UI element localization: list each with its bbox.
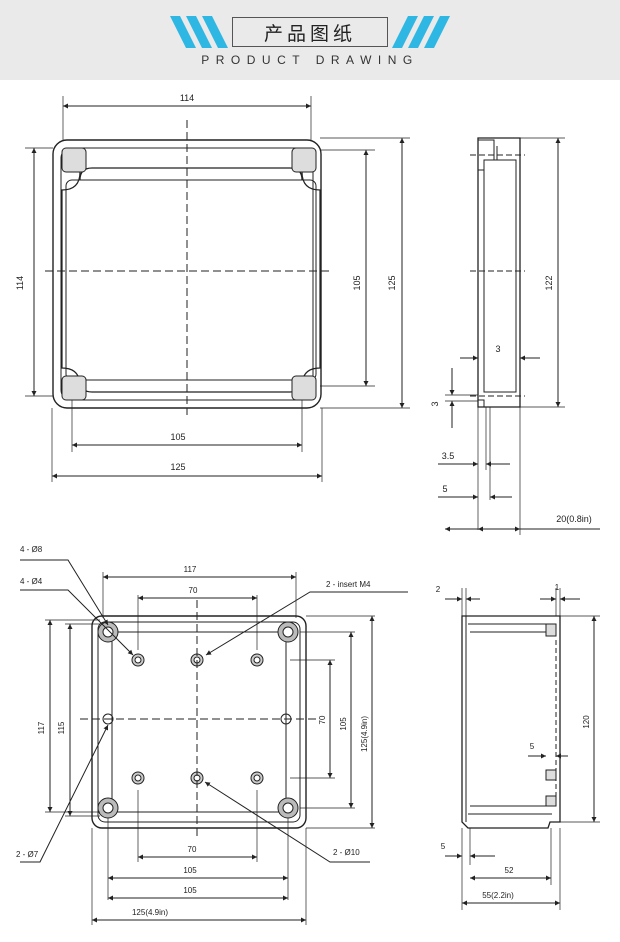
page-subtitle: PRODUCT DRAWING bbox=[201, 53, 419, 67]
base-dim-left-117: 117 bbox=[37, 721, 46, 734]
base-dim-bottom-105b: 105 bbox=[183, 886, 197, 895]
base-dim-top-70: 70 bbox=[189, 586, 198, 595]
lid-dim-step: 5 bbox=[442, 484, 447, 494]
dim-left-height: 114 bbox=[15, 276, 25, 290]
dim-inner-height: 105 bbox=[352, 275, 362, 290]
label-insert-m4: 2 - insert M4 bbox=[326, 580, 371, 589]
base-dim-right-70: 70 bbox=[318, 715, 327, 724]
side-dim-wall-left: 2 bbox=[436, 585, 441, 594]
side-dim-height: 120 bbox=[582, 715, 591, 729]
lid-side-view bbox=[438, 137, 600, 535]
base-dim-bottom-125: 125(4.9in) bbox=[132, 908, 168, 917]
side-dim-rib: 5 bbox=[530, 742, 535, 751]
dim-inner-width: 105 bbox=[170, 432, 185, 442]
side-dim-step: 5 bbox=[441, 842, 446, 851]
base-side-view bbox=[445, 588, 600, 910]
label-hole-8: 4 - Ø8 bbox=[20, 545, 43, 554]
side-dim-depth-outer: 55(2.2in) bbox=[482, 891, 514, 900]
side-dim-depth-inner: 52 bbox=[505, 866, 514, 875]
lid-dim-height: 122 bbox=[544, 275, 554, 290]
lid-dim-wall: 3 bbox=[495, 344, 500, 354]
base-bottom-view bbox=[20, 559, 408, 925]
label-hole-4: 4 - Ø4 bbox=[20, 577, 43, 586]
base-dim-bottom-105a: 105 bbox=[183, 866, 197, 875]
top-view bbox=[25, 96, 410, 482]
header-stripes-icon bbox=[170, 16, 450, 48]
base-dim-top-117: 117 bbox=[184, 565, 197, 574]
dim-outer-width: 125 bbox=[170, 462, 185, 472]
header-banner: 产品图纸 PRODUCT DRAWING bbox=[0, 0, 620, 80]
base-dim-bottom-70: 70 bbox=[188, 845, 197, 854]
base-dim-left-115: 115 bbox=[57, 721, 66, 734]
base-dim-right-105: 105 bbox=[339, 717, 348, 731]
lid-dim-gap: 3.5 bbox=[442, 451, 455, 461]
side-dim-wall-right: 1 bbox=[555, 583, 560, 592]
page-title: 产品图纸 bbox=[263, 22, 356, 45]
lid-dim-depth: 20(0.8in) bbox=[556, 514, 592, 524]
dim-top-width: 114 bbox=[180, 93, 194, 103]
lid-dim-lip: 3 bbox=[430, 401, 440, 406]
title-box: 产品图纸 bbox=[232, 17, 388, 47]
base-dim-right-125: 125(4.9in) bbox=[360, 716, 369, 752]
dim-outer-height: 125 bbox=[387, 275, 397, 290]
label-hole-7: 2 - Ø7 bbox=[16, 850, 39, 859]
label-hole-10: 2 - Ø10 bbox=[333, 848, 360, 857]
